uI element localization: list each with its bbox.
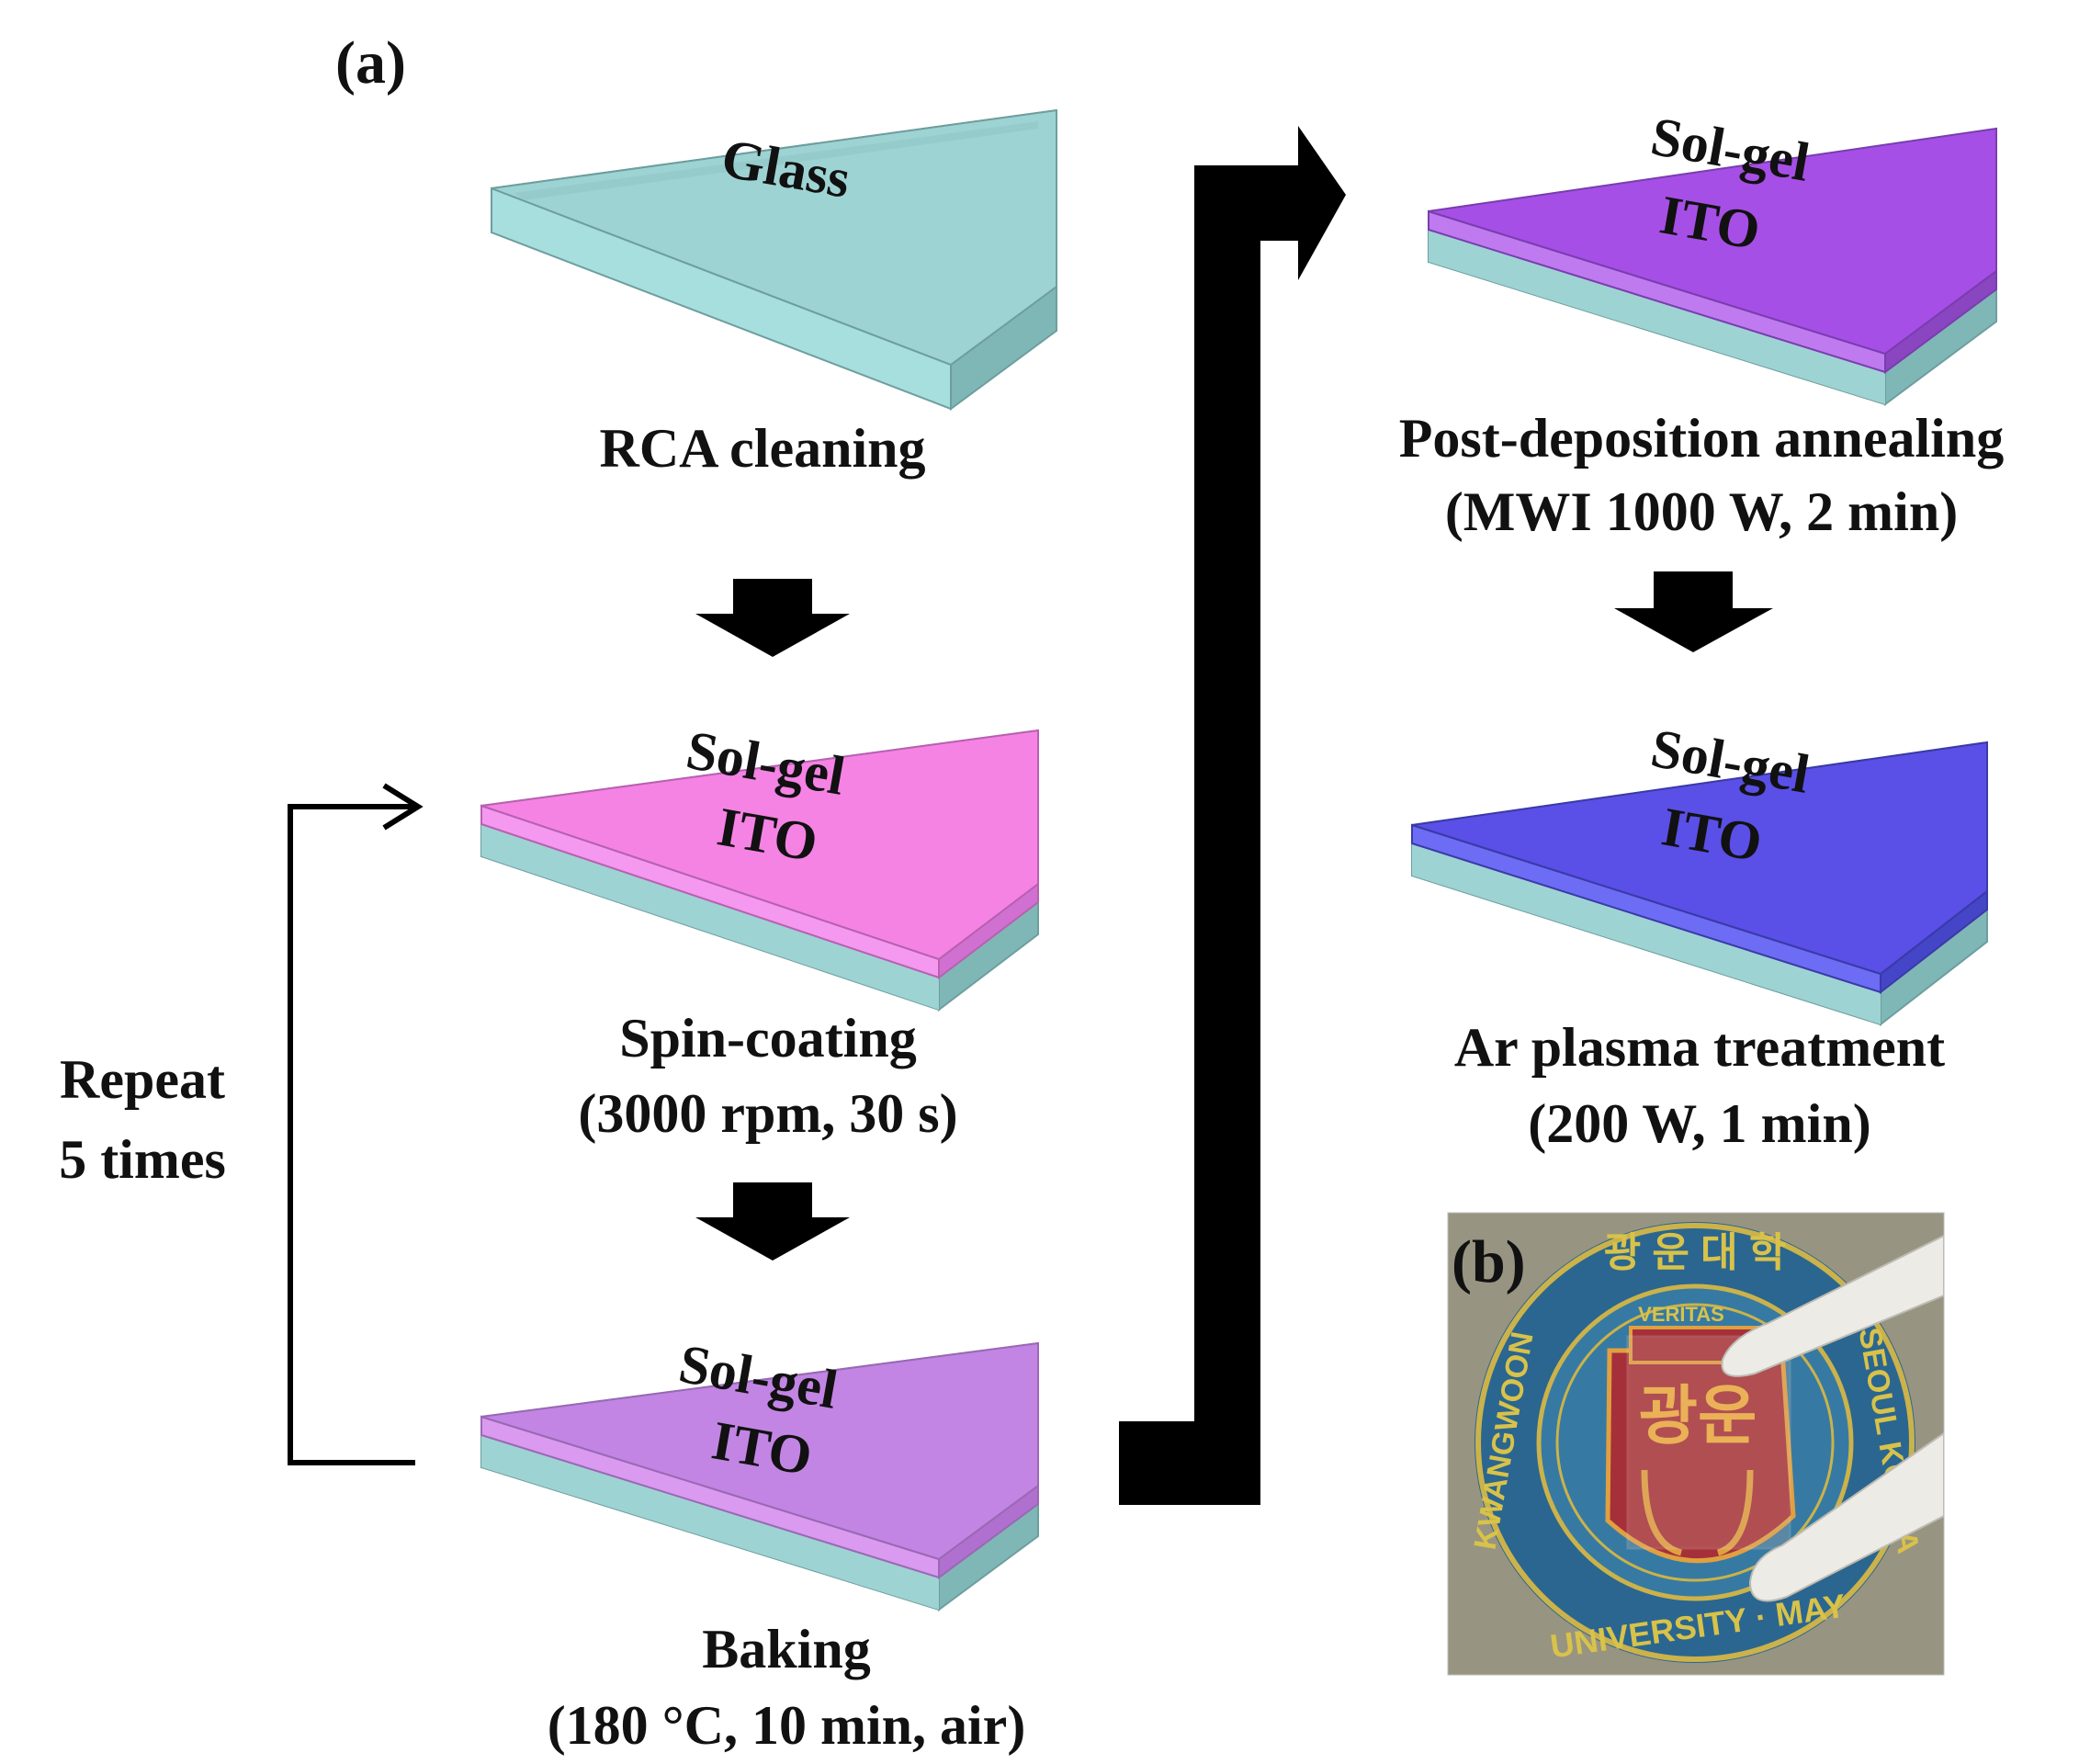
caption-spin-coating: Spin-coating (619, 1008, 916, 1069)
panel-a-label: (a) (335, 29, 406, 96)
sample-photo: 광 운 대 학 VERITAS KWANGWOON SEOUL KOREA UN… (1448, 1213, 1944, 1675)
caption-spin-coating-params: (3000 rpm, 30 s) (578, 1083, 957, 1144)
panel-b-label: (b) (1452, 1228, 1526, 1295)
seal-emblem-text: 광운 (1639, 1378, 1757, 1453)
caption-baking-params: (180 °C, 10 min, air) (548, 1695, 1026, 1756)
spin-coating-slab: Sol-gel ITO (480, 719, 1039, 1012)
glass-slab: Glass (491, 108, 1057, 411)
caption-annealing-params: (MWI 1000 W, 2 min) (1445, 481, 1958, 542)
caption-ar-plasma-treatment: Ar plasma treatment (1454, 1017, 1945, 1078)
caption-rca-cleaning: RCA cleaning (599, 418, 925, 479)
connector-arrow (1119, 126, 1346, 1505)
repeat-loop-arrow (288, 783, 424, 1465)
caption-baking: Baking (702, 1619, 870, 1679)
baking-slab: Sol-gel ITO (480, 1333, 1039, 1611)
arrow-down-3 (1614, 571, 1773, 652)
seal-top-text: 광 운 대 학 (1604, 1230, 1787, 1275)
arrow-down-1 (695, 579, 850, 657)
plasma-slab: Sol-gel ITO (1411, 718, 1988, 1027)
arrow-down-2 (695, 1182, 850, 1261)
repeat-label-line1: Repeat (60, 1049, 225, 1110)
ito-film-sample (1626, 1335, 1791, 1550)
tweezers (1721, 1234, 1944, 1377)
annealing-slab: Sol-gel ITO (1428, 106, 1997, 406)
repeat-label-line2: 5 times (59, 1129, 226, 1190)
caption-plasma-params: (200 W, 1 min) (1528, 1093, 1870, 1154)
seal-inner-text: VERITAS (1638, 1303, 1724, 1326)
caption-post-deposition-annealing: Post-deposition annealing (1399, 408, 2004, 469)
